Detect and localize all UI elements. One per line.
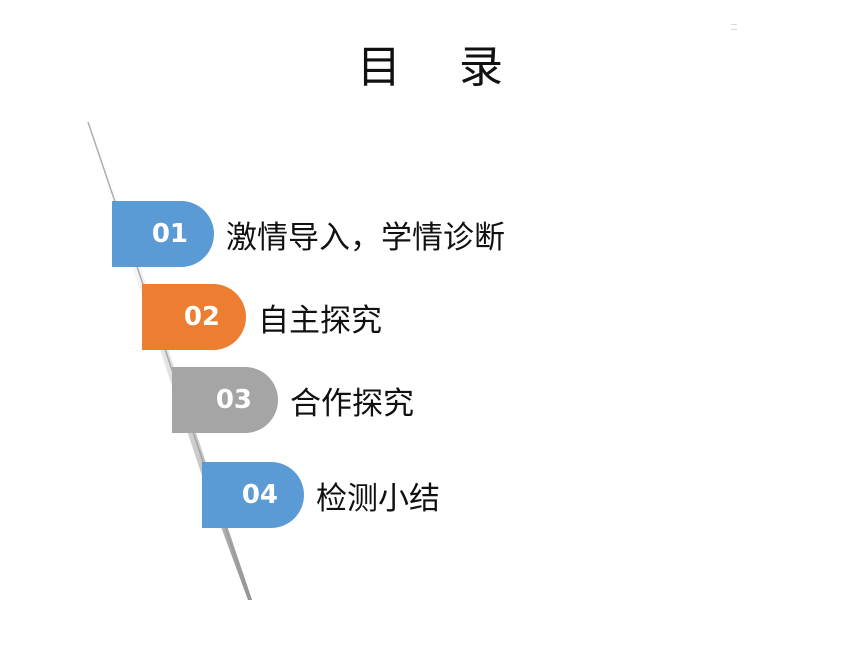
item-number-badge: 03 <box>172 367 278 433</box>
menu-item-2[interactable]: 02 自主探究 <box>142 284 382 350</box>
menu-item-3[interactable]: 03 合作探究 <box>172 367 414 433</box>
diagonal-shadow <box>86 122 252 600</box>
item-number: 01 <box>151 219 188 249</box>
item-label: 合作探究 <box>290 385 414 422</box>
page-title: 目 录 <box>357 42 525 93</box>
item-label: 激情导入，学情诊断 <box>226 219 505 256</box>
diagonal-line <box>87 121 251 601</box>
item-number-badge: 02 <box>142 284 246 350</box>
menu-item-4[interactable]: 04 检测小结 <box>202 462 440 528</box>
item-number: 02 <box>183 302 220 332</box>
item-number-badge: 04 <box>202 462 304 528</box>
item-number-badge: 01 <box>112 201 214 267</box>
item-number: 03 <box>215 385 252 415</box>
corner-mark <box>731 24 737 30</box>
menu-item-1[interactable]: 01 激情导入，学情诊断 <box>112 201 505 267</box>
item-label: 自主探究 <box>258 302 382 339</box>
item-number: 04 <box>241 480 278 510</box>
item-label: 检测小结 <box>316 480 440 517</box>
